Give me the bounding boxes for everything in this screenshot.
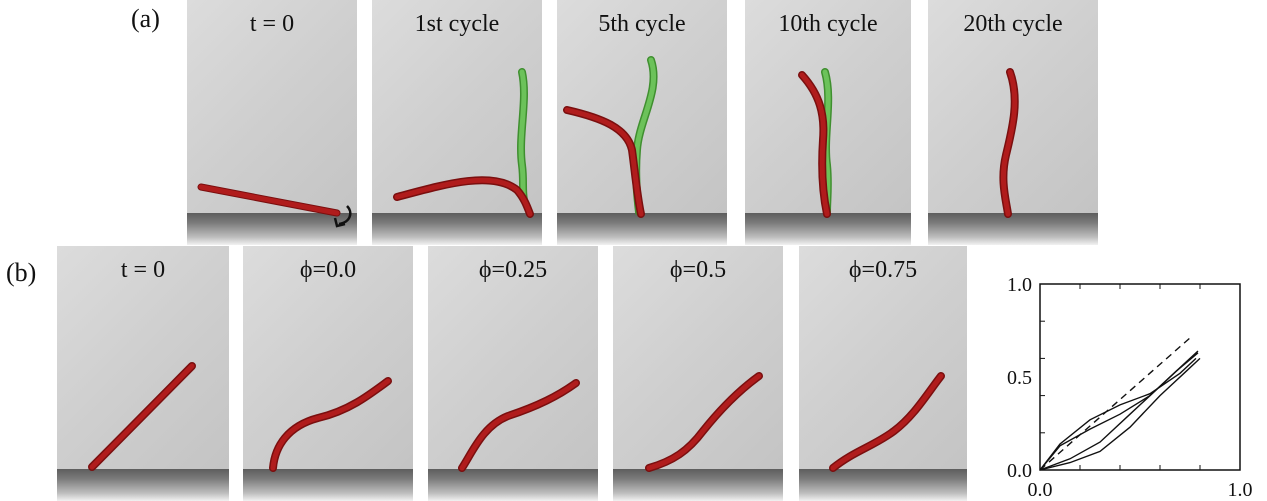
panel-caption: ϕ=0.5 — [669, 257, 727, 283]
floor — [557, 213, 727, 245]
panel-caption: ϕ=0.75 — [848, 257, 918, 283]
floor — [745, 213, 911, 245]
rod-figure — [197, 183, 352, 228]
panel-a-5: 20th cycle — [928, 0, 1098, 245]
panel-caption: t = 0 — [249, 11, 295, 37]
floor — [799, 469, 967, 501]
shape-plot: 0.0 1.0 0.0 0.5 1.0 — [1007, 274, 1252, 501]
floor — [372, 213, 542, 245]
rod-figure — [393, 68, 534, 218]
rod-figure — [458, 379, 580, 472]
series-line-1 — [1039, 357, 1197, 471]
floor — [928, 213, 1098, 245]
row-a-label: (a) — [131, 4, 160, 33]
plot-content: 0.0 1.0 0.0 0.5 1.0 — [1007, 274, 1252, 501]
panel-caption: 1st cycle — [414, 11, 500, 37]
series-line-2 — [1039, 352, 1199, 471]
panel-b-5: ϕ=0.75 — [799, 246, 967, 501]
row-b-label: (b) — [6, 258, 37, 287]
rod-figure — [88, 362, 196, 471]
series-line-3 — [1039, 350, 1199, 471]
rod-figure — [829, 372, 945, 472]
panel-a-2: 1st cycle — [372, 0, 542, 245]
series-line-dashed — [1039, 337, 1191, 471]
y-tick-label: 1.0 — [1007, 274, 1032, 296]
floor — [428, 469, 598, 501]
x-tick-label: 0.0 — [1028, 479, 1053, 501]
panel-a-3: 5th cycle — [557, 0, 727, 245]
panel-b-1: t = 0 — [57, 246, 229, 501]
plot-frame — [1039, 283, 1241, 471]
panel-a-1: t = 0 — [187, 0, 357, 245]
floor — [613, 469, 783, 501]
rod-figure — [999, 68, 1019, 218]
panel-b-2: ϕ=0.0 — [243, 246, 413, 501]
x-tick-label: 1.0 — [1228, 479, 1253, 501]
panel-b-4: ϕ=0.5 — [613, 246, 783, 501]
floor — [243, 469, 413, 501]
rotation-arrow-icon — [338, 205, 352, 226]
floor — [57, 469, 229, 501]
floor — [187, 213, 357, 245]
y-tick-label: 0.5 — [1007, 367, 1032, 389]
panel-caption: ϕ=0.25 — [478, 257, 548, 283]
panel-b-3: ϕ=0.25 — [428, 246, 598, 501]
panel-caption: 5th cycle — [598, 11, 686, 37]
y-tick-label: 0.0 — [1007, 460, 1032, 482]
series-line-4 — [1039, 357, 1201, 471]
rod-figure — [645, 372, 763, 472]
panel-caption: 10th cycle — [778, 11, 878, 37]
panel-caption: 20th cycle — [963, 11, 1063, 37]
rod-figure — [798, 68, 833, 218]
rod-figure — [563, 56, 658, 218]
panel-caption: t = 0 — [120, 257, 166, 283]
rod-figure — [269, 377, 392, 472]
panel-caption: ϕ=0.0 — [299, 257, 357, 283]
panel-a-4: 10th cycle — [745, 0, 911, 245]
